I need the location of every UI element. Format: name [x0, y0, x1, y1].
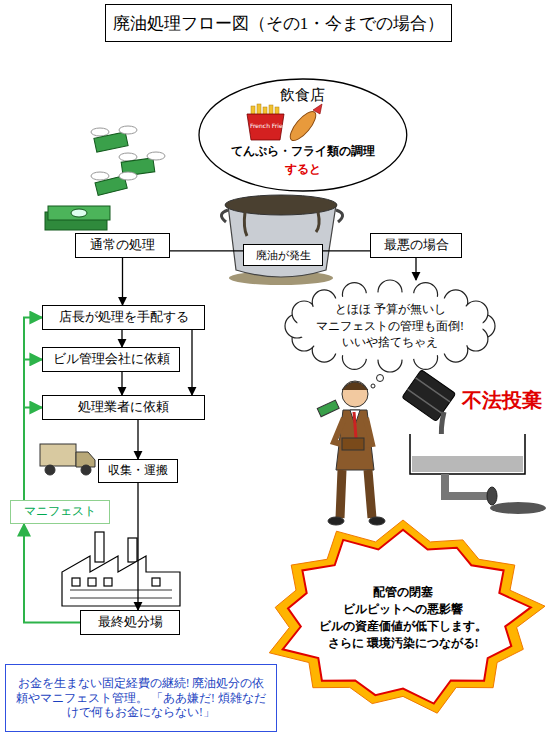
node-outline	[258, 518, 548, 718]
money-stack	[45, 206, 110, 230]
flow-arrow	[137, 420, 138, 459]
flow-arrow	[170, 250, 243, 251]
oil-drum	[402, 370, 456, 442]
node-text: 配管の閉塞 ビルピットへの悪影響 ビルの資産価値が低下します。 さらに 環境汚染…	[313, 584, 493, 651]
node-text: 最終処分場	[98, 614, 163, 631]
shrimp-icon	[286, 104, 322, 144]
process-box: 店長が処理を手配する	[42, 305, 205, 330]
burst-outer	[269, 520, 545, 713]
flow-arrow	[24, 408, 42, 501]
node-text: 処理業者に依頼	[78, 399, 169, 416]
warning-burst: 配管の閉塞 ビルピットへの悪影響 ビルの資産価値が低下します。 さらに 環境汚染…	[258, 518, 548, 718]
factory-icon	[62, 532, 180, 606]
flow-arrow	[323, 250, 370, 251]
node-text: 最悪の場合	[384, 237, 449, 254]
restaurant-ellipse: 飲食店てんぷら・フライ類の調理すると	[198, 78, 408, 192]
node-text: すると	[198, 160, 408, 178]
flow-arrow	[137, 483, 138, 610]
process-box: 処理業者に依頼	[42, 395, 205, 420]
flow-arrow	[24, 524, 80, 622]
note-box: お金を生まない固定経費の継続! 廃油処分の依頼やマニフェスト管理。 「ああ嫌だ!…	[5, 664, 277, 732]
title-box: 廃油処理フロー図（その1・今までの場合）	[105, 4, 452, 42]
title-text: 廃油処理フロー図（その1・今までの場合）	[113, 12, 445, 35]
process-box: 収集・運搬	[98, 459, 178, 483]
process-box: ビル管理会社に依頼	[42, 347, 180, 372]
node-text: マニフェスト	[24, 504, 96, 520]
node-text: とほほ 予算が無いし マニフェストの管理も面倒! いいや捨てちゃえ	[304, 301, 476, 351]
waste-oil-box: 廃油が発生	[243, 244, 323, 266]
man-figure	[317, 381, 385, 525]
sink-and-drain	[410, 434, 546, 514]
flow-arrow	[24, 359, 42, 500]
burst-inner	[283, 530, 531, 704]
node-text: 廃油が発生	[256, 248, 311, 262]
flow-arrow	[121, 372, 122, 395]
fries-box-text: French Fries	[250, 123, 286, 130]
node-text: お金を生まない固定経費の継続! 廃油処分の依頼やマニフェスト管理。 「ああ嫌だ!…	[13, 676, 269, 721]
truck-icon	[40, 444, 95, 475]
flow-arrow	[121, 330, 122, 347]
flying-money	[91, 126, 165, 195]
ellipse-outline	[199, 79, 407, 191]
fries-icon	[247, 104, 284, 140]
thought-bubble: とほほ 予算が無いし マニフェストの管理も面倒! いいや捨てちゃえ	[285, 280, 495, 372]
node-text: 店長が処理を手配する	[59, 309, 189, 326]
worst-case-box: 最悪の場合	[370, 233, 462, 258]
cloud-body	[297, 292, 483, 360]
flow-arrow	[24, 318, 42, 501]
manifest-box: マニフェスト	[10, 500, 110, 524]
oil-pot	[221, 195, 342, 285]
normal-process-box: 通常の処理	[75, 233, 170, 258]
flow-arrow	[415, 258, 416, 280]
flow-arrow	[122, 258, 123, 305]
node-text: 飲食店	[198, 86, 408, 104]
node-text: 収集・運搬	[108, 463, 168, 479]
flow-arrow	[191, 330, 192, 395]
thought-dots	[371, 375, 384, 389]
node-text: 通常の処理	[90, 237, 155, 254]
node-text: ビル管理会社に依頼	[53, 351, 170, 368]
final-disposal-box: 最終処分場	[80, 610, 180, 635]
illegal-dumping-label: 不法投棄	[462, 389, 542, 411]
node-text: てんぷら・フライ類の調理	[198, 142, 408, 160]
